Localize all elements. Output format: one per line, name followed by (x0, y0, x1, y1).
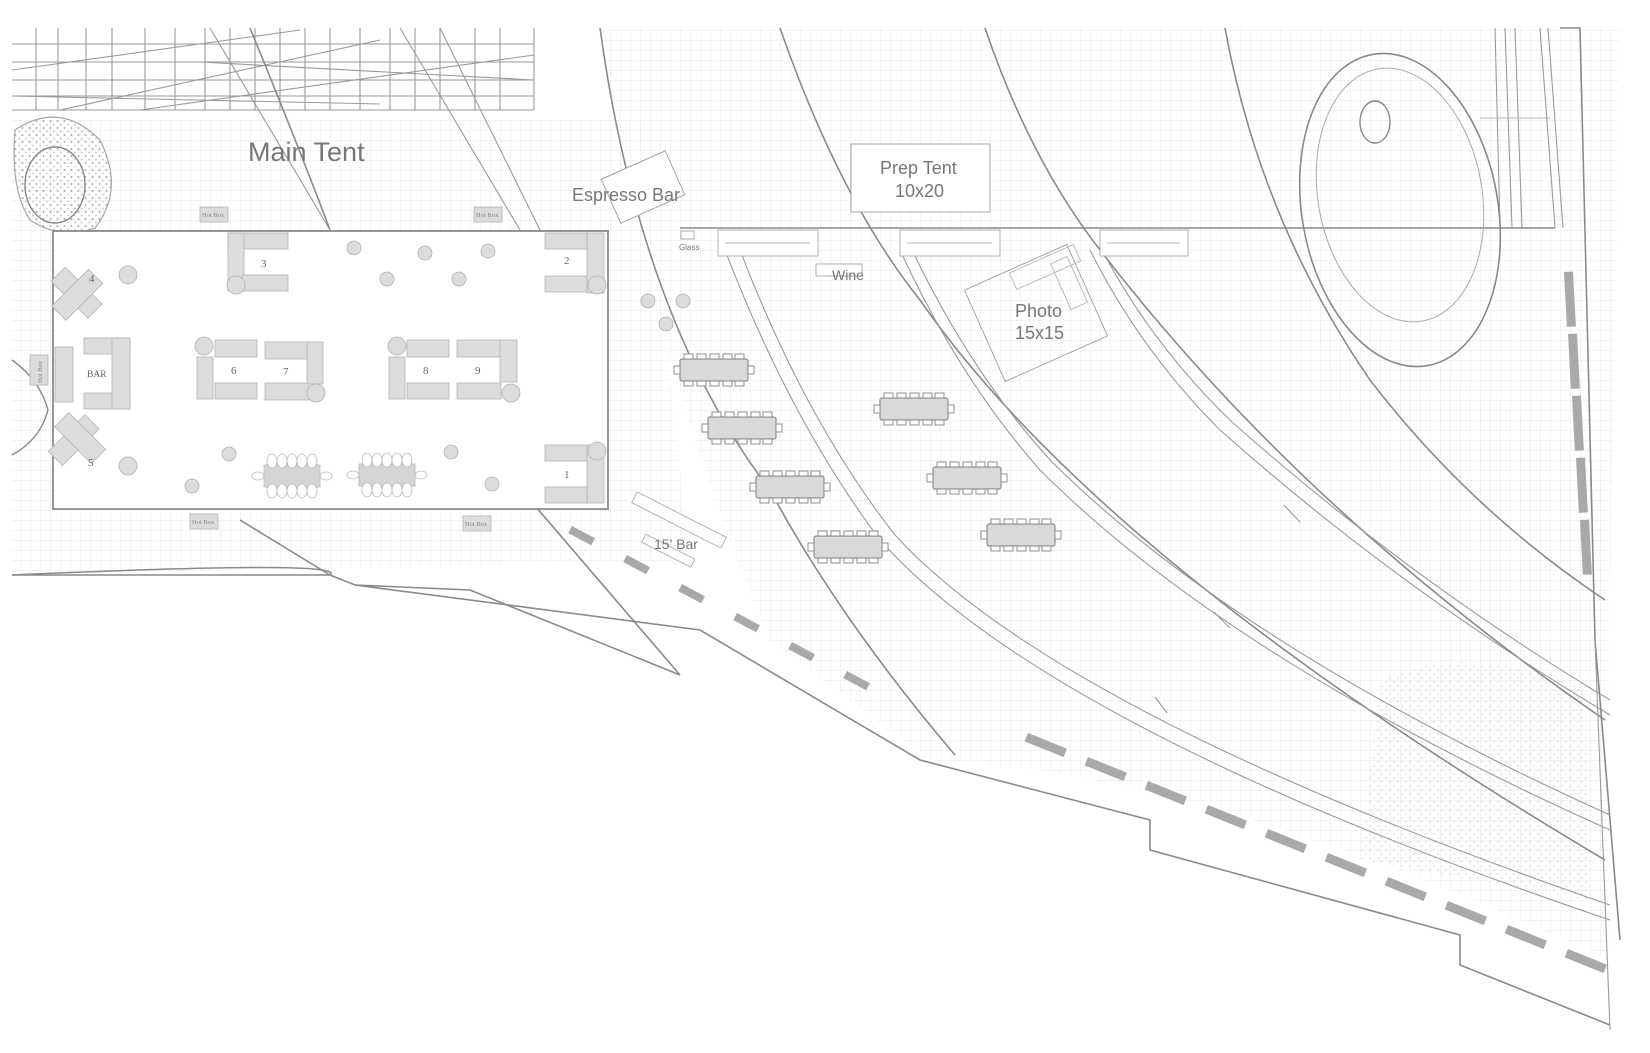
lounge-7: 7 (264, 341, 326, 403)
bench-table (873, 392, 955, 426)
lounge-1: 1 (544, 441, 607, 504)
table-number: 1 (564, 469, 570, 481)
photo-booth: Photo 15x15 (963, 243, 1109, 383)
bar-label: BAR (87, 370, 107, 380)
grid-lawn-right (1240, 28, 1620, 860)
lounge-5: 5 (47, 412, 138, 476)
gates (717, 229, 1189, 257)
prep-tent: Prep Tent 10x20 (850, 143, 991, 213)
lounge-3: 3 (226, 232, 289, 295)
tent-bar: BAR (54, 337, 131, 410)
svg-text:Hot Box: Hot Box (202, 212, 225, 219)
bench-table (673, 353, 755, 387)
oval-pool (1298, 52, 1550, 368)
prep-tent-size: 10x20 (895, 181, 944, 201)
svg-text:Hot Box: Hot Box (37, 360, 44, 383)
photo-label: Photo (1015, 301, 1062, 321)
hot-box: Hot Box (199, 206, 229, 223)
curve-ticks (1154, 504, 1301, 714)
main-tent-label: Main Tent (248, 137, 365, 167)
espresso-bar-label: Espresso Bar (572, 185, 680, 205)
tree-canopy (11, 116, 112, 456)
bench-table (807, 530, 889, 564)
svg-text:Hot Box: Hot Box (192, 519, 215, 526)
bench-table (926, 461, 1008, 495)
lounge-6: 6 (194, 336, 258, 400)
espresso-bar: Espresso Bar (572, 150, 686, 224)
site-boundaries (11, 27, 1621, 1031)
wine-station: Wine (815, 263, 864, 283)
svg-text:Hot Box: Hot Box (476, 212, 499, 219)
main-tent-frame (11, 27, 541, 231)
table-number: 9 (475, 365, 481, 377)
bar-15ft-label: 15' Bar (654, 536, 698, 552)
bench-table (749, 470, 831, 504)
glass-label: Glass (679, 243, 699, 252)
hot-box: Hot Box (189, 513, 219, 530)
dotted-area (1360, 662, 1590, 900)
barrier-dashes-bottom (1024, 733, 1607, 974)
lounge-2: 2 (544, 232, 607, 295)
photo-size: 15x15 (1015, 323, 1064, 343)
cocktail-tables (184, 240, 500, 494)
table-number: 6 (231, 365, 237, 377)
barrier-dashes-right (1564, 271, 1592, 575)
svg-text:Hot Box: Hot Box (465, 521, 488, 528)
table-number: 2 (564, 255, 570, 267)
table-number: 4 (89, 273, 95, 285)
lounge-8: 8 (387, 336, 450, 400)
table-number: 7 (283, 366, 289, 378)
bench-table (701, 411, 783, 445)
barrier-dashes-left (568, 526, 870, 691)
outdoor-cocktail-tables (640, 293, 691, 332)
prep-tent-label: Prep Tent (880, 158, 957, 178)
bar-15ft: 15' Bar (631, 491, 727, 568)
grid-lawn-center (600, 28, 1610, 960)
lounge-4: 4 (50, 265, 138, 321)
table-number: 8 (423, 365, 429, 377)
table-number: 3 (261, 258, 267, 270)
bench-table (980, 518, 1062, 552)
hot-box: Hot Box (29, 354, 49, 386)
glass-station: Glass (679, 230, 699, 252)
table-number: 5 (88, 457, 94, 469)
hot-box: Hot Box (473, 206, 503, 223)
wine-label: Wine (832, 267, 864, 283)
hot-box: Hot Box (462, 515, 492, 532)
lounge-9: 9 (456, 339, 521, 403)
